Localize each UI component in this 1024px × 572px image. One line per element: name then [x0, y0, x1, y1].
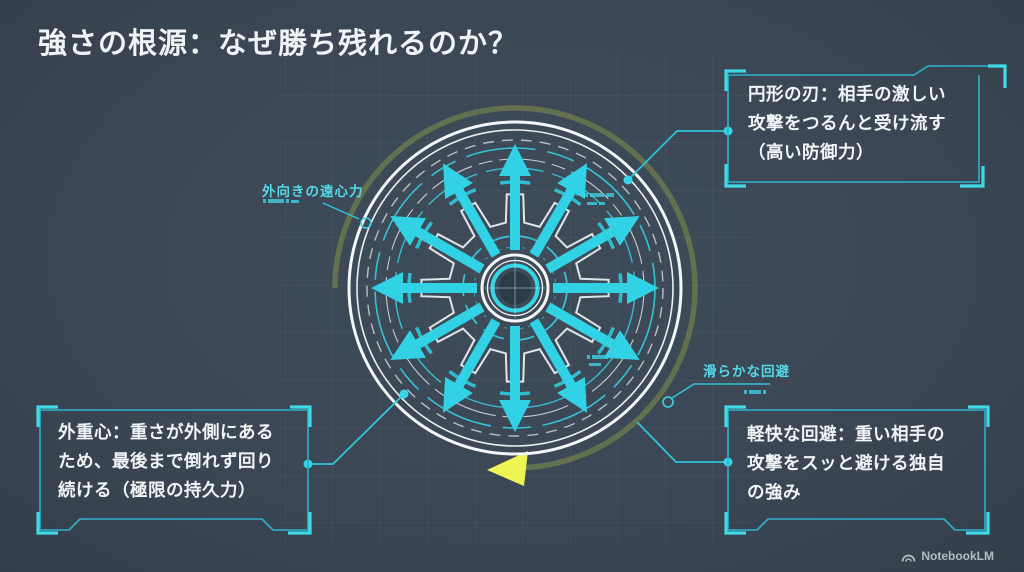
- label-centrifugal-force: 外向きの遠心力: [262, 184, 364, 199]
- callout-border: [36, 405, 312, 535]
- notebooklm-badge: NotebookLM: [901, 549, 994, 563]
- label-smooth-evasion: 滑らかな回避: [703, 364, 790, 379]
- rotor: [332, 105, 698, 486]
- callout-light-evasion: 軽快な回避：重い相手の 攻撃をスッと避ける独自 の強み: [722, 402, 1002, 535]
- connector-top-right: [627, 130, 728, 181]
- connector-bottom-left: [308, 393, 405, 465]
- connector-rings: [360, 217, 674, 408]
- hud-microtext: [263, 193, 766, 394]
- callout-text: 円形の刃：相手の激しい 攻撃をつるんと受け流す （高い防御力）: [748, 84, 946, 162]
- connector-bottom-right: [636, 421, 728, 463]
- callout-text: 軽快な回避：重い相手の 攻撃をスッと避ける独自 の強み: [747, 424, 945, 502]
- notebooklm-logo-icon: [901, 554, 916, 562]
- callout-connectors: [308, 130, 770, 465]
- slide-title: 強さの根源：なぜ勝ち残れるのか？: [38, 28, 519, 60]
- rotation-arc: [332, 105, 698, 471]
- notebooklm-label: NotebookLM: [921, 549, 994, 563]
- hub-crosshair-icon: [485, 258, 545, 318]
- centrifugal-arrows: [371, 144, 659, 432]
- callout-text: 外重心：重さが外側にある ため、最後まで倒れず回り 続ける（極限の持久力）: [58, 422, 274, 500]
- callout-outer-weight: 外重心：重さが外側にある ため、最後まで倒れず回り 続ける（極限の持久力）: [34, 402, 314, 535]
- connector-label-evasion: [671, 383, 770, 399]
- callout-border: [724, 405, 990, 535]
- rotation-arrowhead-icon: [487, 451, 528, 486]
- callout-border: [724, 64, 1007, 188]
- connector-label-centrifugal: [322, 202, 360, 220]
- callout-circular-blade: 円形の刃：相手の激しい 攻撃をつるんと受け流す （高い防御力）: [722, 62, 1012, 194]
- gear-outline-icon: [420, 193, 610, 383]
